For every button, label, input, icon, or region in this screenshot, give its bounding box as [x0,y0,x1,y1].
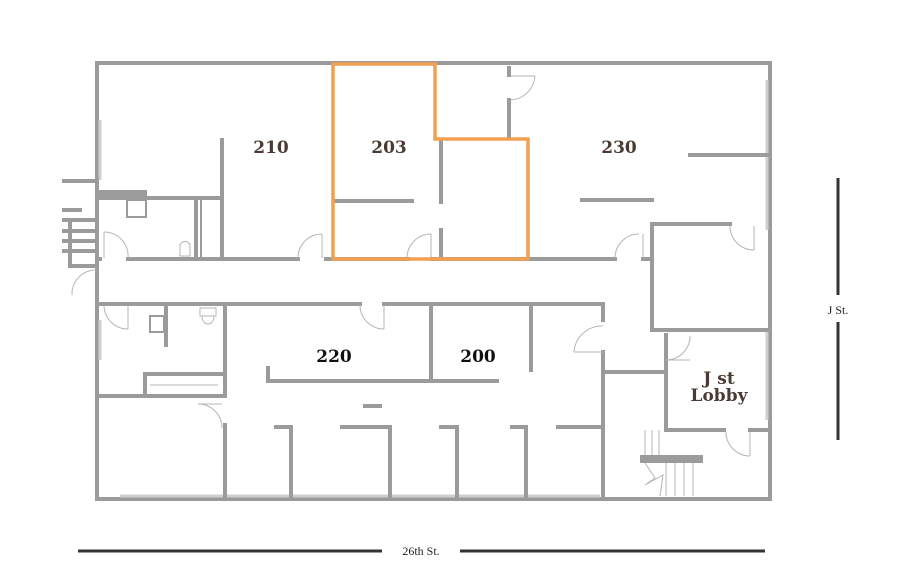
door-swings [71,75,755,457]
walls [62,61,772,501]
room-203-label: 203 [371,138,407,158]
street-label-j: J St. [828,303,849,317]
room-230-label: 230 [601,138,637,158]
room-210-label: 210 [253,138,289,158]
street-label-26th: 26th St. [402,544,439,558]
lobby-label-line1: J st [701,369,735,389]
room-203-highlight[interactable] [331,62,530,261]
room-220-label: 220 [316,347,352,367]
exterior-stairs [62,179,99,268]
lobby-label-line2: Lobby [691,386,749,406]
room-200-label: 200 [460,347,496,367]
